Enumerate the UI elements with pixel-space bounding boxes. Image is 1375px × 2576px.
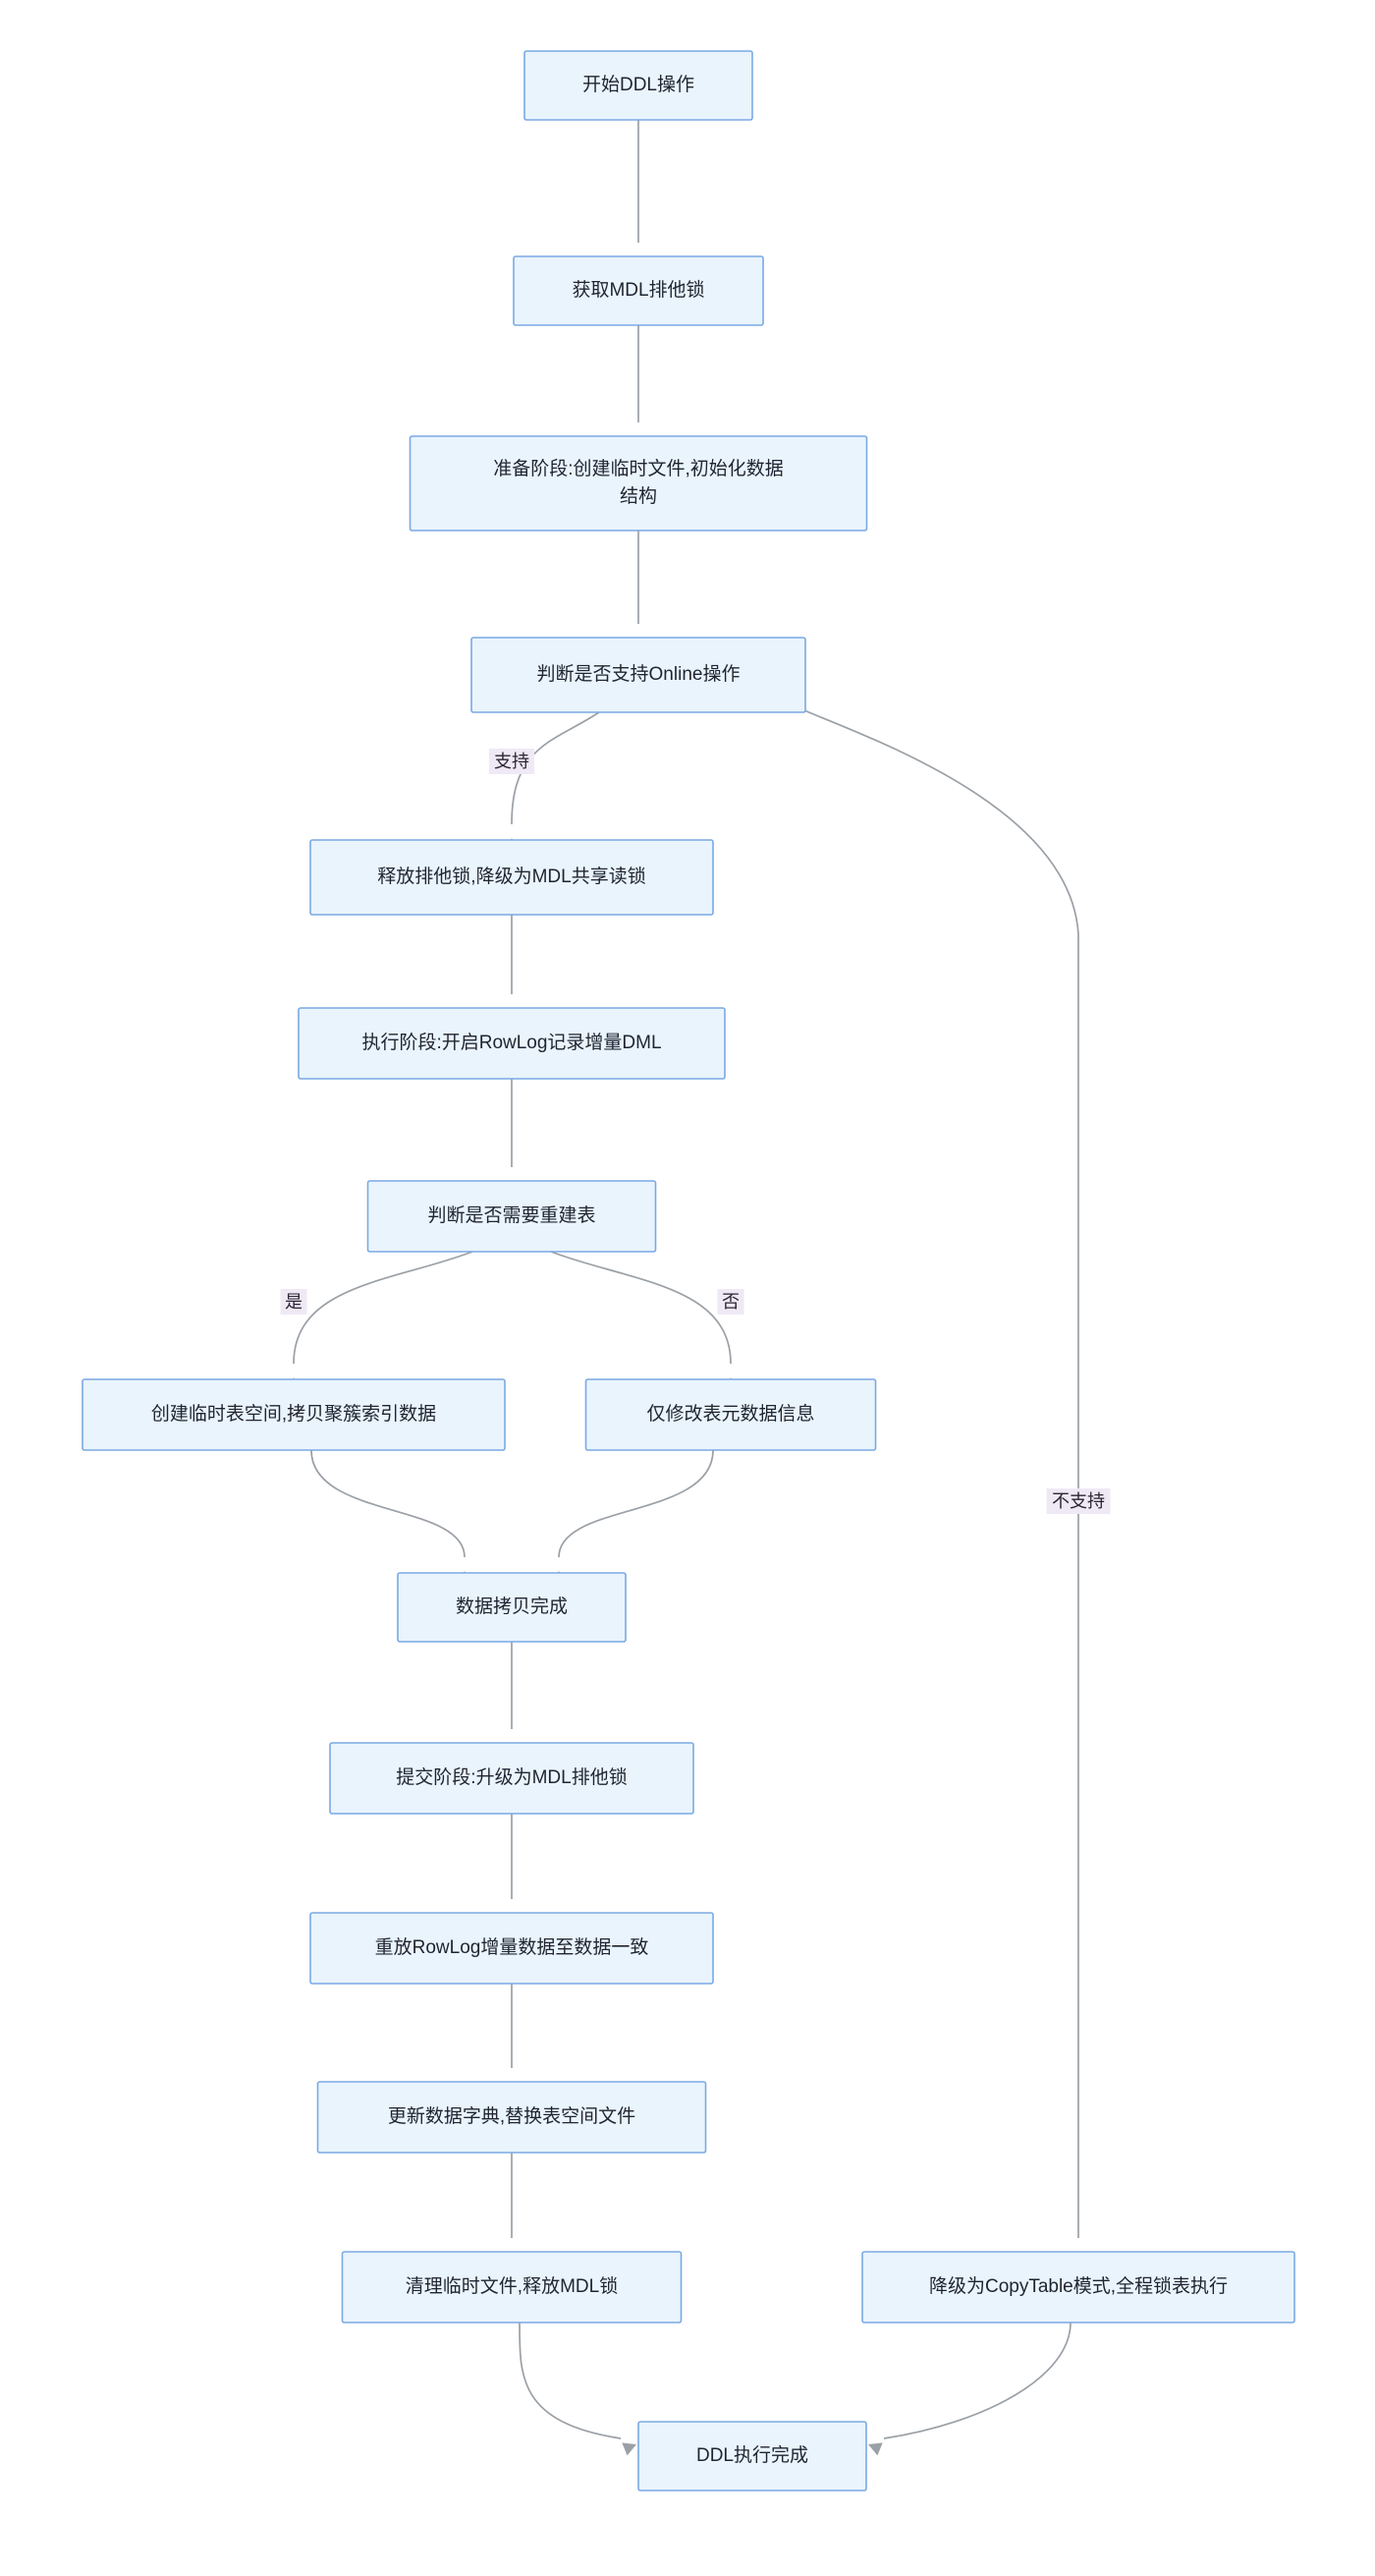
edge-cleanup-to-done: [519, 2322, 636, 2456]
flow-node-cleanup[interactable]: 清理临时文件,释放MDL锁: [341, 2251, 683, 2324]
edge-prepare-to-check_online: [632, 531, 645, 650]
edge-update_dict-to-cleanup: [505, 2153, 519, 2265]
node-label: 重放RowLog增量数据至数据一致: [375, 1936, 649, 1958]
edge-rowlog-to-check_rebuild: [505, 1079, 519, 1194]
flow-node-commit_phase[interactable]: 提交阶段:升级为MDL排他锁: [329, 1742, 694, 1815]
node-label: 创建临时表空间,拷贝聚簇索引数据: [151, 1403, 436, 1425]
edge-line: [293, 1251, 473, 1365]
edge-label-text: 不支持: [1052, 1491, 1105, 1511]
node-box[interactable]: [513, 255, 764, 326]
edge-label-text: 是: [285, 1292, 302, 1312]
node-box[interactable]: [298, 1007, 726, 1080]
node-label: 准备阶段:创建临时文件,初始化数据结构: [493, 458, 784, 507]
edge-line: [883, 2322, 1072, 2439]
edge-label-background: [280, 1289, 307, 1315]
edge-line: [310, 1449, 466, 1558]
nodes-layer: 开始DDL操作获取MDL排他锁准备阶段:创建临时文件,初始化数据结构判断是否支持…: [82, 50, 1295, 2492]
edge-label-text: 支持: [494, 752, 529, 771]
node-box[interactable]: [366, 1180, 657, 1253]
flow-node-check_rebuild[interactable]: 判断是否需要重建表: [366, 1180, 657, 1253]
node-label: 数据拷贝完成: [456, 1596, 568, 1617]
flow-node-prepare[interactable]: 准备阶段:创建临时文件,初始化数据结构: [409, 435, 868, 532]
edge-acquire_mdl-to-prepare: [632, 325, 645, 449]
flow-node-done[interactable]: DDL执行完成: [637, 2421, 867, 2492]
edge-copy_data-to-copy_done: [310, 1449, 471, 1584]
edge-check_rebuild-to-meta_only: [550, 1251, 738, 1390]
node-label: 判断是否支持Online操作: [537, 663, 741, 685]
node-label: 判断是否需要重建表: [427, 1204, 595, 1226]
edge-label-background: [1046, 1488, 1111, 1514]
edge-replay_rowlog-to-update_dict: [505, 1984, 519, 2095]
edge-arrowhead: [622, 2442, 636, 2456]
edge-line: [550, 1251, 732, 1365]
node-box[interactable]: [861, 2251, 1295, 2324]
node-label: 开始DDL操作: [582, 74, 694, 95]
node-box[interactable]: [329, 1742, 694, 1815]
flow-node-copy_data[interactable]: 创建临时表空间,拷贝聚簇索引数据: [82, 1378, 506, 1451]
node-label: 执行阶段:开启RowLog记录增量DML: [361, 1032, 661, 1053]
edge-check_rebuild-to-copy_data: [287, 1251, 473, 1390]
flow-node-start[interactable]: 开始DDL操作: [523, 50, 753, 121]
edge-line: [798, 707, 1079, 2238]
node-box[interactable]: [470, 637, 806, 713]
node-box[interactable]: [316, 2081, 707, 2154]
node-label: DDL执行完成: [696, 2444, 808, 2466]
edge-label-background: [489, 749, 534, 774]
edge-arrowhead: [868, 2442, 883, 2456]
node-box[interactable]: [584, 1378, 877, 1451]
edge-line: [519, 2322, 622, 2439]
flow-node-acquire_mdl[interactable]: 获取MDL排他锁: [513, 255, 764, 326]
edge-check_online-to-copy_table_mode: [798, 707, 1085, 2264]
node-label: 释放排他锁,降级为MDL共享读锁: [377, 866, 645, 887]
node-label: 清理临时文件,释放MDL锁: [406, 2275, 618, 2297]
edge-line: [511, 711, 600, 825]
edge-copy_done-to-commit_phase: [505, 1642, 519, 1756]
edge-meta_only-to-copy_done: [552, 1449, 714, 1584]
edge-start-to-acquire_mdl: [632, 120, 645, 269]
edge-line: [558, 1449, 714, 1558]
node-label: 仅修改表元数据信息: [646, 1403, 814, 1425]
node-label: 降级为CopyTable模式,全程锁表执行: [929, 2275, 1228, 2297]
node-label: 提交阶段:升级为MDL排他锁: [396, 1766, 627, 1788]
flow-node-copy_done[interactable]: 数据拷贝完成: [397, 1572, 627, 1643]
edge-label-background: [717, 1289, 744, 1315]
node-box[interactable]: [309, 839, 714, 916]
flow-node-replay_rowlog[interactable]: 重放RowLog增量数据至数据一致: [309, 1912, 714, 1985]
node-box[interactable]: [341, 2251, 683, 2324]
flow-node-downgrade_lock[interactable]: 释放排他锁,降级为MDL共享读锁: [309, 839, 714, 916]
node-box[interactable]: [637, 2421, 867, 2492]
flow-node-update_dict[interactable]: 更新数据字典,替换表空间文件: [316, 2081, 707, 2154]
node-box[interactable]: [409, 435, 868, 532]
flow-node-check_online[interactable]: 判断是否支持Online操作: [470, 637, 806, 713]
node-box[interactable]: [309, 1912, 714, 1985]
edge-check_online-to-downgrade_lock: [505, 711, 600, 851]
node-box[interactable]: [523, 50, 753, 121]
edge-commit_phase-to-replay_rowlog: [505, 1814, 519, 1926]
edge-downgrade_lock-to-rowlog: [505, 915, 519, 1021]
edge-label-lbl-support: 支持: [489, 749, 534, 774]
node-label: 更新数据字典,替换表空间文件: [388, 2105, 635, 2127]
edge-label-lbl-yes: 是: [280, 1289, 307, 1315]
node-label: 获取MDL排他锁: [572, 279, 704, 301]
edge-label-lbl-no: 否: [717, 1289, 744, 1315]
edge-label-text: 否: [722, 1292, 740, 1312]
edge-copy_table_mode-to-done: [868, 2322, 1072, 2456]
flow-node-meta_only[interactable]: 仅修改表元数据信息: [584, 1378, 877, 1451]
edge-label-lbl-not-support: 不支持: [1046, 1488, 1111, 1514]
flow-node-copy_table_mode[interactable]: 降级为CopyTable模式,全程锁表执行: [861, 2251, 1295, 2324]
node-box[interactable]: [397, 1572, 627, 1643]
flow-node-rowlog[interactable]: 执行阶段:开启RowLog记录增量DML: [298, 1007, 726, 1080]
node-box[interactable]: [82, 1378, 506, 1451]
